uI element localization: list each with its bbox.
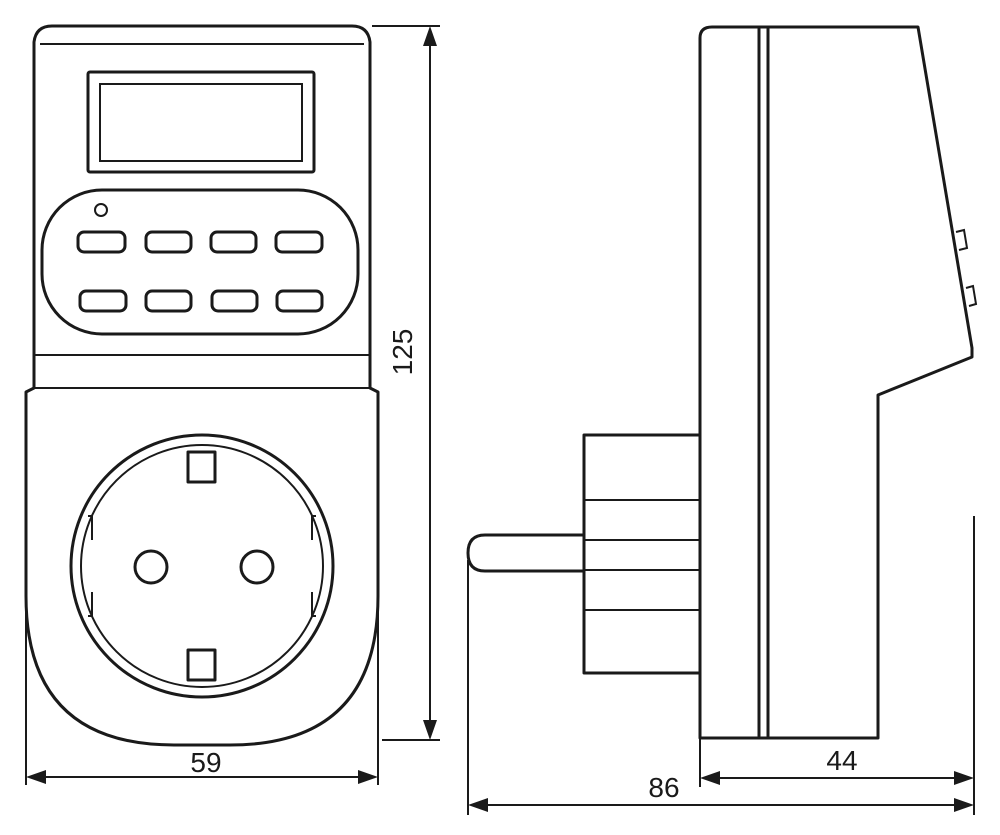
dimension-front-width: 59 [25, 596, 379, 785]
timer-button [76, 230, 127, 254]
front-body-outline [24, 24, 380, 747]
timer-button [209, 230, 258, 254]
dimension-body-depth: 44 [699, 738, 974, 787]
timer-button [144, 230, 193, 254]
socket-inner-ring [80, 444, 324, 688]
dimension-total-depth: 86 [467, 516, 975, 815]
side-button [955, 228, 969, 251]
timer-button [144, 289, 193, 313]
body-depth-label: 44 [826, 745, 857, 776]
plug-block [582, 433, 702, 675]
dimension-height: 125 [372, 25, 440, 741]
socket-well [88, 515, 316, 617]
indicator-led [94, 203, 108, 217]
lcd-screen [99, 83, 303, 162]
total-depth-label: 86 [648, 772, 679, 803]
timer-button [78, 289, 128, 313]
socket [69, 433, 335, 699]
plug-pin [466, 533, 586, 573]
button-panel [40, 188, 360, 336]
earth-clip-bottom [186, 648, 217, 682]
timer-button [210, 289, 259, 313]
side-housing-outline [698, 25, 974, 740]
side-view [466, 25, 978, 740]
timer-button [275, 289, 324, 313]
height-label: 125 [387, 329, 418, 376]
timer-button [274, 230, 324, 254]
socket-outer-ring [69, 433, 335, 699]
button-row-bottom [78, 289, 324, 313]
front-view [24, 24, 380, 747]
side-button [965, 284, 978, 307]
pin-hole-right [239, 549, 275, 585]
button-row-top [76, 230, 324, 254]
plug-body [582, 433, 702, 675]
earth-clip-top [186, 450, 217, 484]
front-width-label: 59 [190, 747, 221, 778]
lcd-frame [86, 70, 316, 174]
pin-hole-left [133, 549, 169, 585]
